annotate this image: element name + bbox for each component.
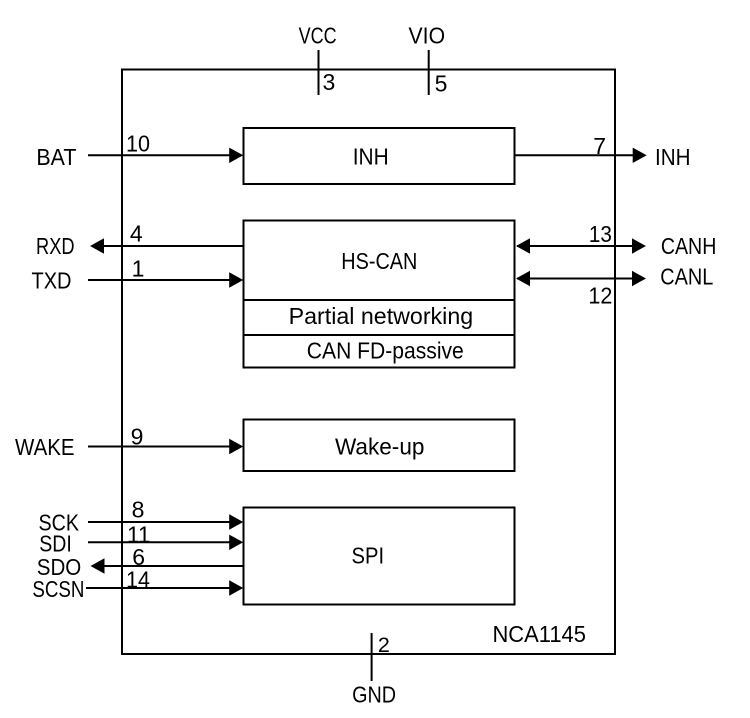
svg-text:3: 3: [323, 69, 336, 95]
svg-text:CANL: CANL: [660, 264, 713, 290]
svg-text:7: 7: [593, 133, 606, 159]
svg-text:TXD: TXD: [32, 268, 72, 294]
svg-text:CANH: CANH: [661, 233, 717, 259]
svg-text:CAN FD-passive: CAN FD-passive: [307, 338, 464, 364]
svg-text:1: 1: [132, 256, 145, 282]
svg-text:6: 6: [132, 544, 145, 570]
svg-text:VIO: VIO: [409, 22, 446, 48]
svg-text:INH: INH: [655, 144, 691, 170]
svg-text:HS-CAN: HS-CAN: [341, 248, 417, 274]
svg-text:11: 11: [127, 522, 151, 548]
svg-text:NCA1145: NCA1145: [492, 621, 586, 647]
svg-text:RXD: RXD: [36, 233, 75, 259]
svg-text:14: 14: [126, 567, 150, 593]
svg-text:2: 2: [378, 633, 390, 657]
svg-text:GND: GND: [352, 682, 396, 708]
svg-text:SDI: SDI: [39, 531, 72, 557]
svg-text:SCK: SCK: [39, 510, 80, 536]
svg-text:INH: INH: [353, 144, 389, 170]
svg-text:13: 13: [589, 221, 612, 247]
svg-text:8: 8: [132, 497, 145, 523]
svg-text:SDO: SDO: [37, 554, 82, 580]
svg-text:SCSN: SCSN: [32, 576, 84, 602]
svg-text:VCC: VCC: [299, 22, 337, 48]
svg-text:BAT: BAT: [36, 144, 76, 170]
svg-text:Wake-up: Wake-up: [335, 434, 425, 460]
svg-text:12: 12: [588, 283, 612, 309]
svg-text:4: 4: [130, 221, 143, 247]
svg-text:SPI: SPI: [352, 543, 385, 569]
svg-text:Partial networking: Partial networking: [289, 303, 474, 329]
svg-text:5: 5: [435, 71, 448, 97]
svg-text:WAKE: WAKE: [15, 434, 75, 460]
svg-text:10: 10: [126, 131, 150, 157]
svg-text:9: 9: [131, 424, 144, 450]
